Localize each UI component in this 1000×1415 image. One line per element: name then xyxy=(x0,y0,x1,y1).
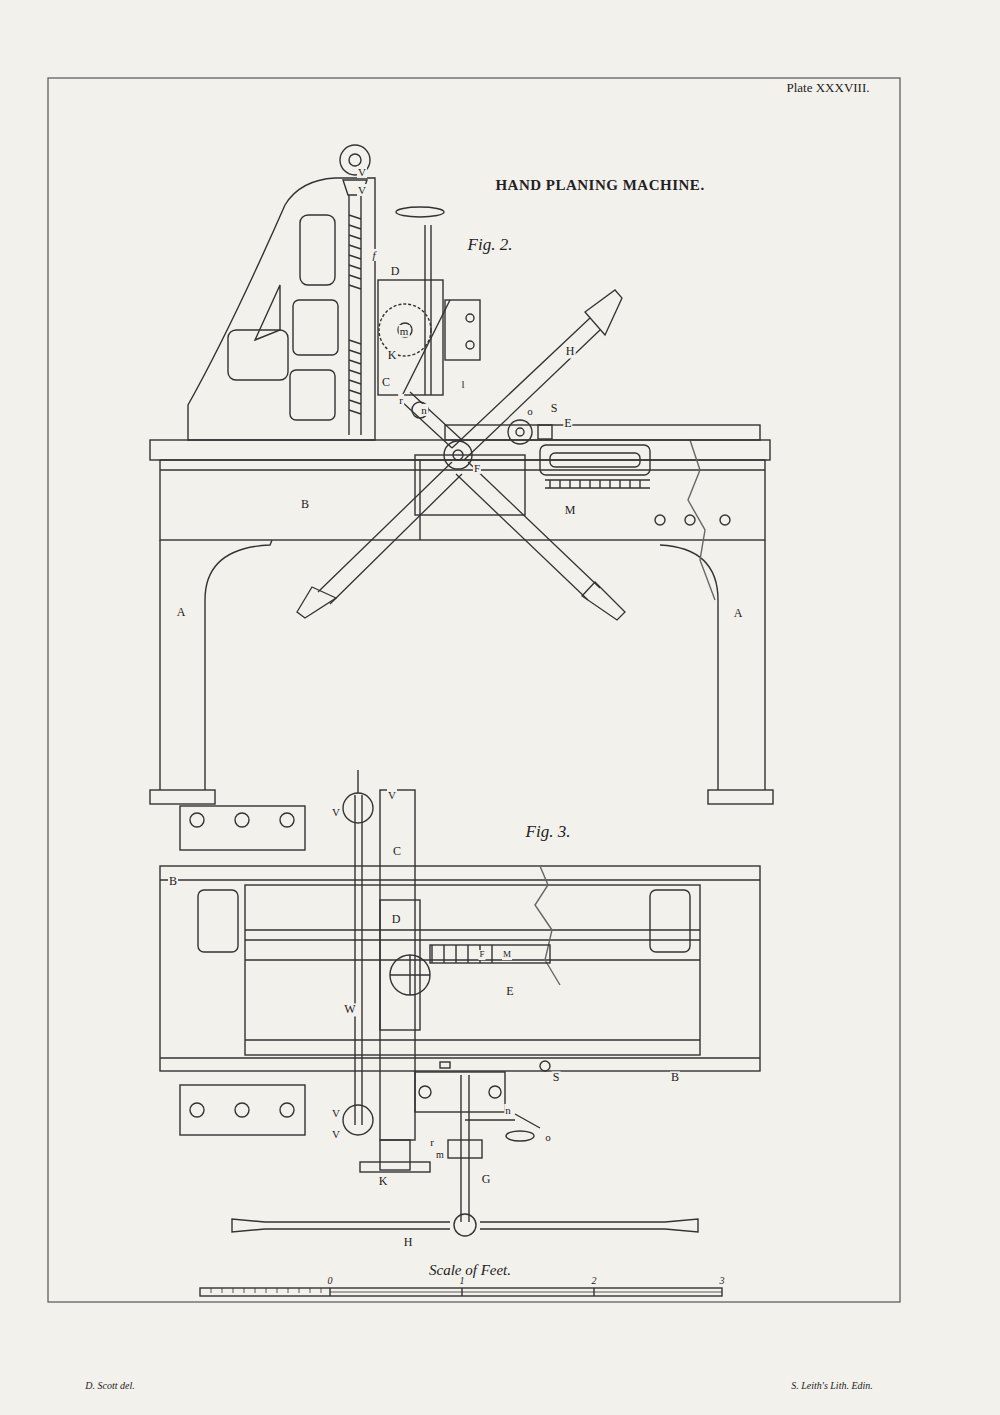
part-letter: r xyxy=(398,394,404,406)
part-letter: r xyxy=(429,1136,435,1148)
scale-number: 0 xyxy=(327,1275,334,1286)
scale-number: 2 xyxy=(591,1275,598,1286)
draughtsman-credit: D. Scott del. xyxy=(84,1380,135,1391)
part-letter: C xyxy=(381,376,391,389)
lithographer-credit: S. Leith's Lith. Edin. xyxy=(790,1380,874,1391)
scale-number: 3 xyxy=(719,1275,726,1286)
part-letter: B xyxy=(168,875,178,888)
part-letter: n xyxy=(420,404,428,416)
part-letter: D xyxy=(390,265,401,278)
part-letter: S xyxy=(550,402,559,415)
part-letter: f xyxy=(371,249,376,261)
part-letter: H xyxy=(403,1236,414,1249)
part-letter: B xyxy=(670,1071,680,1084)
part-letter: B xyxy=(300,498,310,511)
part-letter: E xyxy=(505,985,514,998)
part-letter: D xyxy=(391,913,402,926)
part-letter: n xyxy=(504,1104,512,1116)
figure-label: Fig. 3. xyxy=(525,823,572,842)
part-letter: V xyxy=(331,806,341,818)
part-letter: A xyxy=(733,607,744,620)
part-letter: V xyxy=(331,1107,341,1119)
part-letter: F xyxy=(478,950,485,960)
part-letter: o xyxy=(544,1131,552,1143)
part-letter: V xyxy=(357,184,367,196)
part-letter: M xyxy=(502,950,512,960)
part-letter: V xyxy=(331,1128,341,1140)
part-letter: o xyxy=(526,405,534,417)
part-letter: G xyxy=(481,1173,492,1186)
part-letter: V xyxy=(387,789,397,801)
scale-number: 1 xyxy=(459,1275,466,1286)
part-letter: W xyxy=(343,1003,356,1016)
part-letter: A xyxy=(176,606,187,619)
figure-label: Fig. 2. xyxy=(467,236,514,255)
scale-caption: Scale of Feet. xyxy=(428,1262,512,1279)
part-letter: H xyxy=(565,345,576,358)
part-letter: E xyxy=(563,417,572,430)
part-letter: S xyxy=(552,1071,561,1084)
part-letter: V xyxy=(357,166,367,178)
part-letter: l xyxy=(460,378,465,390)
part-letter: m xyxy=(399,325,410,337)
part-letter: K xyxy=(378,1175,389,1188)
part-letter: C xyxy=(392,845,402,858)
part-letter: m xyxy=(435,1149,445,1160)
part-letter: K xyxy=(387,349,398,362)
plate-number: Plate XXXVIII. xyxy=(785,81,870,95)
part-letter: F xyxy=(473,462,481,474)
part-letter: M xyxy=(564,504,577,517)
plate-title: HAND PLANING MACHINE. xyxy=(494,177,705,194)
